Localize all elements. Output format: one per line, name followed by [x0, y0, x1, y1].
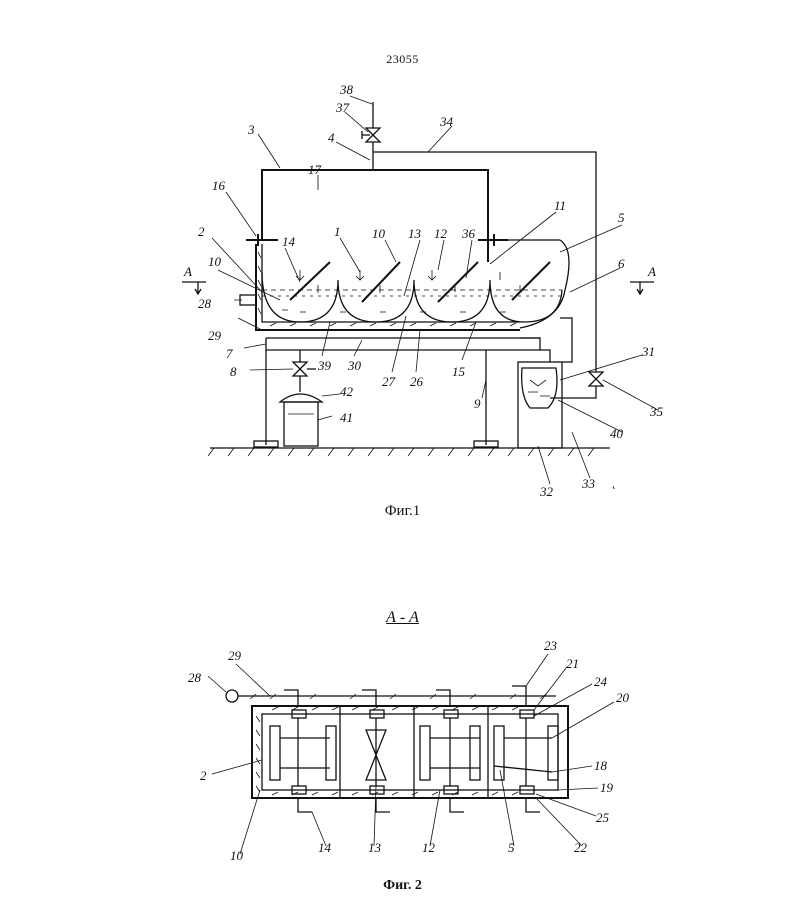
fig1-label-4: 4 [328, 130, 335, 145]
inclined-blades [289, 261, 551, 303]
fig1-label-38: 38 [339, 82, 354, 97]
section-bearings [291, 709, 535, 795]
ground-line [207, 447, 610, 457]
vent-pipe [361, 102, 382, 170]
fig2-label-24: 24 [594, 674, 608, 689]
troughs [261, 271, 563, 323]
collection-container [278, 393, 325, 447]
fig2-label-23: 23 [544, 638, 558, 653]
fig1-label-42: 42 [340, 384, 354, 399]
fig1-label-5: 5 [618, 210, 625, 225]
fig1-label-37: 37 [335, 100, 350, 115]
fig1-label-11: 11 [554, 198, 566, 213]
fig1-label-7: 7 [226, 346, 233, 361]
fig1-label-10a: 10 [372, 226, 386, 241]
fig1-label-15: 15 [452, 364, 466, 379]
section-paddles [269, 725, 559, 781]
figure-1-caption: Фиг.1 [384, 503, 421, 519]
fig2-label-25: 25 [596, 810, 610, 825]
fig1-label-3: 3 [247, 122, 255, 137]
lower-piping [265, 337, 540, 392]
stray-mark: ˛ [612, 474, 616, 489]
fig1-label-30: 30 [347, 358, 362, 373]
support-legs [253, 350, 499, 448]
fig1-label-16: 16 [212, 178, 226, 193]
fig1-label-36: 36 [461, 226, 476, 241]
document-number: 23055 [386, 52, 419, 66]
fig2-label-14: 14 [318, 840, 332, 855]
fig1-label-17: 17 [308, 162, 322, 177]
fig1-label-32: 32 [539, 484, 554, 499]
fig1-label-35: 35 [649, 404, 664, 419]
particle-marks [282, 270, 521, 313]
fig1-label-34: 34 [439, 114, 454, 129]
inlet-nozzle [239, 294, 257, 306]
section-outer-casing [251, 705, 569, 799]
section-drive-hooks [284, 685, 540, 813]
pump-unit [517, 317, 573, 449]
fig1-leader-lines [211, 95, 659, 485]
fig1-label-41: 41 [340, 410, 353, 425]
section-partitions [339, 706, 489, 798]
section-marker-right [630, 281, 654, 296]
fig2-label-19: 19 [600, 780, 614, 795]
section-cross-blade [365, 718, 387, 786]
section-marker-label-right: А [647, 264, 656, 279]
fig1-label-28: 28 [198, 296, 212, 311]
section-marker-label-left: А [183, 264, 192, 279]
fig2-label-28: 28 [188, 670, 202, 685]
fig2-label-20: 20 [616, 690, 630, 705]
fig1-label-31: 31 [641, 344, 655, 359]
fig1-label-1: 1 [334, 224, 341, 239]
fig1-label-8: 8 [230, 364, 237, 379]
fig2-label-21: 21 [566, 656, 579, 671]
fig2-label-22: 22 [574, 840, 588, 855]
fig1-label-40: 40 [610, 426, 624, 441]
section-view-title: А - А [386, 609, 419, 626]
fig2-label-13: 13 [368, 840, 382, 855]
fig1-label-9: 9 [474, 396, 481, 411]
fig1-label-29: 29 [208, 328, 222, 343]
fig1-label-14: 14 [282, 234, 296, 249]
fig1-label-33: 33 [581, 476, 596, 491]
fig2-label-18: 18 [594, 758, 608, 773]
section-shafts [280, 718, 553, 786]
fig2-label-10: 10 [230, 848, 244, 863]
upper-chamber [261, 169, 570, 329]
fig2-label-29: 29 [228, 648, 242, 663]
fig2-label-5: 5 [508, 840, 515, 855]
fig1-label-10b: 10 [208, 254, 222, 269]
fig1-label-2: 2 [198, 224, 205, 239]
section-marker-left [182, 281, 206, 296]
fig2-label-12: 12 [422, 840, 436, 855]
fig2-label-2: 2 [200, 768, 207, 783]
fig1-label-39: 39 [317, 358, 332, 373]
fig1-label-26: 26 [410, 374, 424, 389]
flange-bolt-right [478, 234, 508, 246]
return-pipe [373, 151, 605, 399]
fig2-leader-lines [207, 653, 615, 855]
fig1-label-13: 13 [408, 226, 422, 241]
flange-bolt-left [246, 234, 278, 246]
fig1-label-12: 12 [434, 226, 448, 241]
figure-2-caption: Фиг. 2 [383, 878, 422, 893]
fig1-label-6: 6 [618, 256, 625, 271]
vessel-body [255, 244, 520, 331]
fig1-label-27: 27 [382, 374, 396, 389]
section-header-pipe [225, 689, 556, 703]
